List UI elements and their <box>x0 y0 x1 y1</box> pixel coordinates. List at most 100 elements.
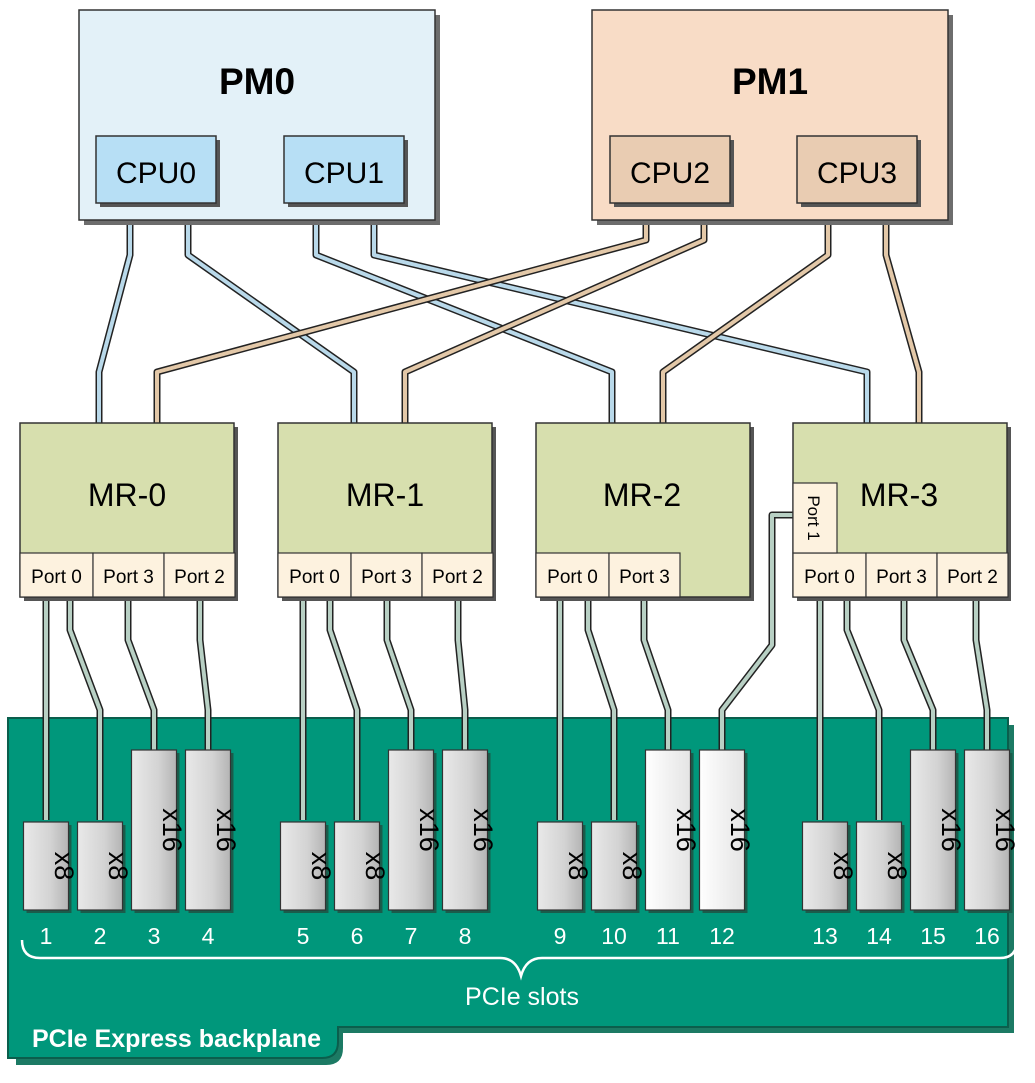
cpu-box-cpu0 <box>95 135 220 207</box>
slot-11 <box>644 749 692 911</box>
slot-14-width: x8 <box>882 852 912 881</box>
mr2-title: MR-2 <box>603 477 681 513</box>
mr3-port-label-2: Port 2 <box>947 567 998 588</box>
cpu-box-cpu3 <box>796 135 921 207</box>
mr0-port-label-0: Port 0 <box>31 567 82 588</box>
mr2-port-label-0: Port 0 <box>547 567 598 588</box>
link-port-slot-8 <box>456 597 467 750</box>
slot-2 <box>76 821 124 911</box>
cpu-box-cpu1 <box>283 135 408 207</box>
pcie-slots: x8 1 x8 2 x16 3 x16 4 x8 5 x8 6 x16 7 x16 8 x8 9 x8 10 x16 11… <box>22 749 1020 949</box>
link-cpu1-mr2 <box>314 205 614 425</box>
mr1-port-label-0: Port 0 <box>289 567 340 588</box>
mr3-title: MR-3 <box>860 477 938 513</box>
mr3-side-port <box>792 482 838 554</box>
link-port-slot-14 <box>845 597 881 820</box>
slot-6-number: 6 <box>351 923 364 949</box>
cpu-box-cpu2 <box>609 135 734 207</box>
slot-8 <box>441 749 489 911</box>
link-cpu2-mr1-outline <box>401 205 708 425</box>
link-cpu3-mr3 <box>884 205 921 425</box>
slot-4-width: x16 <box>211 808 241 852</box>
link-port-slot-11 <box>642 597 670 750</box>
cpu0-label: CPU0 <box>116 157 196 190</box>
link-port-slot-4 <box>198 597 210 750</box>
link-port-slot-15 <box>902 597 935 750</box>
slot-9-number: 9 <box>554 923 567 949</box>
slot-15-width: x16 <box>936 808 966 852</box>
mr0-port-box-1 <box>92 552 165 598</box>
mr3-port-label-0: Port 0 <box>804 567 855 588</box>
slot-3-number: 3 <box>148 923 161 949</box>
link-port-slot-3 <box>126 597 156 750</box>
slot-7-number: 7 <box>405 923 418 949</box>
slot-1-number: 1 <box>40 923 53 949</box>
link-port-slot-12 <box>720 513 795 750</box>
slot-9-width: x8 <box>563 852 593 881</box>
mr3-port-box-2 <box>936 552 1009 598</box>
slot-2-width: x8 <box>103 852 133 881</box>
mr2-port-label-1: Port 3 <box>619 567 670 588</box>
slot-5-width: x8 <box>306 852 336 881</box>
riser-ports: Port 0 Port 3 Port 2 Port 0 Port 3 Port 2 Port… <box>19 552 1009 598</box>
backplane-label: PCIe Express backplane <box>32 1025 321 1053</box>
link-port-slot-6 <box>328 597 359 820</box>
slot-12-number: 12 <box>709 923 735 949</box>
pm0-title: PM0 <box>219 61 295 102</box>
slot-16-number: 16 <box>974 923 1000 949</box>
mr0-port-label-2: Port 2 <box>174 567 225 588</box>
mr1-title: MR-1 <box>346 477 424 513</box>
mr3-port-box-1 <box>865 552 938 598</box>
pm1-title: PM1 <box>732 61 808 102</box>
slot-10-number: 10 <box>601 923 627 949</box>
slot-3-width: x16 <box>157 808 187 852</box>
link-cpu3-mr2 <box>661 205 830 425</box>
link-cpu2-mr1 <box>403 205 706 425</box>
slot-1 <box>22 821 70 911</box>
mr2-port-box-1 <box>608 552 681 598</box>
slot-14-number: 14 <box>866 923 892 949</box>
link-port-slot-16 <box>974 597 989 750</box>
link-cpu0-mr0 <box>97 205 132 425</box>
slot-12-width: x16 <box>725 808 755 852</box>
slot-11-width: x16 <box>671 808 701 852</box>
slot-4-number: 4 <box>202 923 215 949</box>
cpu1-label: CPU1 <box>304 157 384 190</box>
slot-5-number: 5 <box>297 923 310 949</box>
slot-5 <box>279 821 327 911</box>
slot-8-number: 8 <box>459 923 472 949</box>
slot-10 <box>590 821 638 911</box>
slot-3 <box>130 749 178 911</box>
slots-bracket <box>20 939 1019 981</box>
slot-2-number: 2 <box>94 923 107 949</box>
mr0-title: MR-0 <box>88 477 166 513</box>
link-cpu0-mr1 <box>186 205 356 425</box>
mr1-port-label-2: Port 2 <box>432 567 483 588</box>
slot-15 <box>909 749 957 911</box>
slot-7 <box>387 749 435 911</box>
mr3-side-port-label: Port 1 <box>804 495 823 540</box>
mr2-port-box-0 <box>535 552 610 598</box>
slot-10-width: x8 <box>617 852 647 881</box>
slot-16-width: x16 <box>990 808 1020 852</box>
slot-9 <box>536 821 584 911</box>
link-cpu1-mr3 <box>372 205 869 425</box>
slot-8-width: x16 <box>468 808 498 852</box>
slot-13 <box>801 821 849 911</box>
link-port-slot-7 <box>385 597 413 750</box>
mr1-port-box-2 <box>421 552 494 598</box>
slots-label: PCIe slots <box>465 983 579 1011</box>
mr0-port-box-2 <box>163 552 236 598</box>
cpu3-label: CPU3 <box>817 157 897 190</box>
mr0-port-label-1: Port 3 <box>103 567 154 588</box>
mr3-port-box-0 <box>792 552 867 598</box>
slot-1-width: x8 <box>49 852 79 881</box>
link-port-slot-10 <box>586 597 616 820</box>
link-port-slot-2 <box>68 597 102 820</box>
mr1-port-box-1 <box>350 552 423 598</box>
slot-7-width: x16 <box>414 808 444 852</box>
slot-13-number: 13 <box>812 923 838 949</box>
slot-11-number: 11 <box>656 923 680 949</box>
slot-12 <box>698 749 746 911</box>
